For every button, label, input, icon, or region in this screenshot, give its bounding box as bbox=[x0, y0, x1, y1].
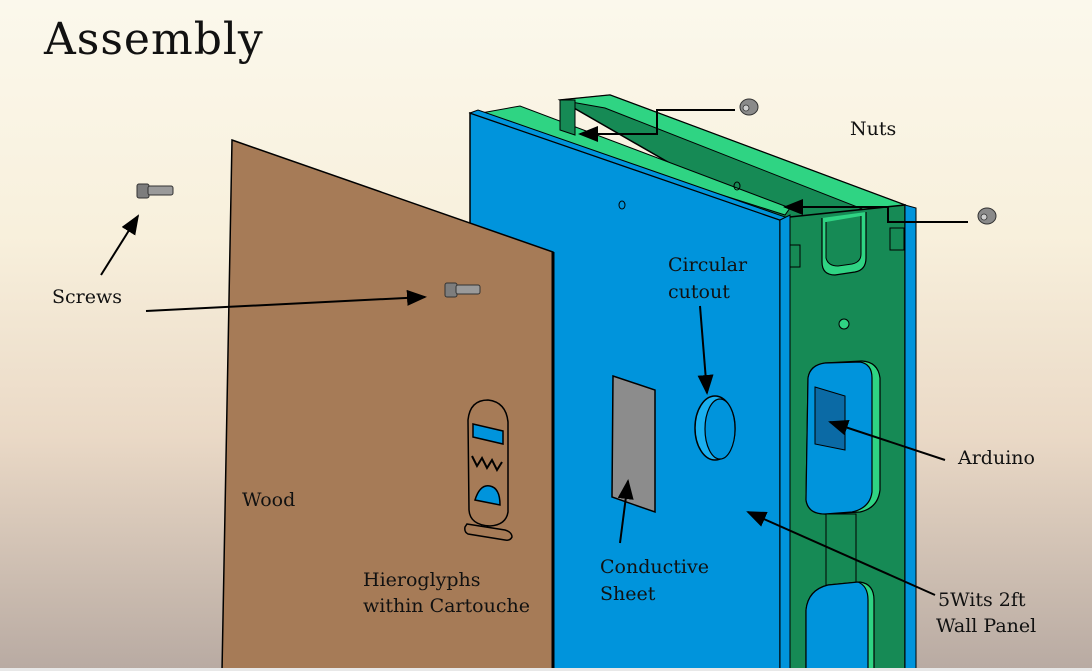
screw-icon bbox=[136, 183, 174, 199]
panel-leader bbox=[746, 511, 936, 596]
hieroglyph-dome bbox=[474, 485, 501, 506]
screws-label: Screws bbox=[52, 286, 122, 308]
bottom-edge bbox=[0, 668, 1092, 671]
nut-leader-right bbox=[783, 199, 968, 223]
hieroglyphs-label-line2: within Cartouche bbox=[363, 595, 530, 617]
wall-panel-label-line1: 5Wits 2ft bbox=[938, 589, 1026, 611]
wood-label: Wood bbox=[242, 489, 296, 511]
arduino-leader bbox=[828, 420, 946, 461]
nuts-label: Nuts bbox=[850, 118, 897, 140]
arduino-label: Arduino bbox=[958, 447, 1035, 469]
arduino-board bbox=[814, 386, 846, 451]
nut-icon bbox=[977, 207, 997, 225]
circular-cutout bbox=[694, 395, 736, 461]
nut-leader-top bbox=[578, 109, 735, 142]
wood-panel bbox=[221, 138, 555, 671]
nut-icon bbox=[739, 98, 759, 116]
hieroglyphs-label-line1: Hieroglyphs bbox=[363, 569, 481, 591]
cutout-leader bbox=[697, 305, 714, 395]
circular-cutout-label-line1: Circular bbox=[668, 254, 748, 276]
circular-cutout-label-line2: cutout bbox=[668, 281, 730, 303]
page-title: Assembly bbox=[44, 14, 264, 65]
conductive-sheet bbox=[611, 374, 656, 514]
hieroglyph-water bbox=[471, 455, 503, 473]
sheet-leader bbox=[617, 479, 634, 544]
cartouche bbox=[464, 399, 513, 541]
screw-leader-1 bbox=[100, 214, 140, 276]
hieroglyph-bar bbox=[472, 423, 504, 445]
conductive-sheet-label-line2: Sheet bbox=[600, 583, 656, 605]
leader-lines bbox=[100, 109, 968, 596]
wall-panel-label-line2: Wall Panel bbox=[936, 615, 1037, 637]
screw-icon bbox=[444, 282, 481, 298]
screw-leader-2 bbox=[145, 289, 427, 312]
conductive-sheet-label-line1: Conductive bbox=[600, 556, 709, 578]
